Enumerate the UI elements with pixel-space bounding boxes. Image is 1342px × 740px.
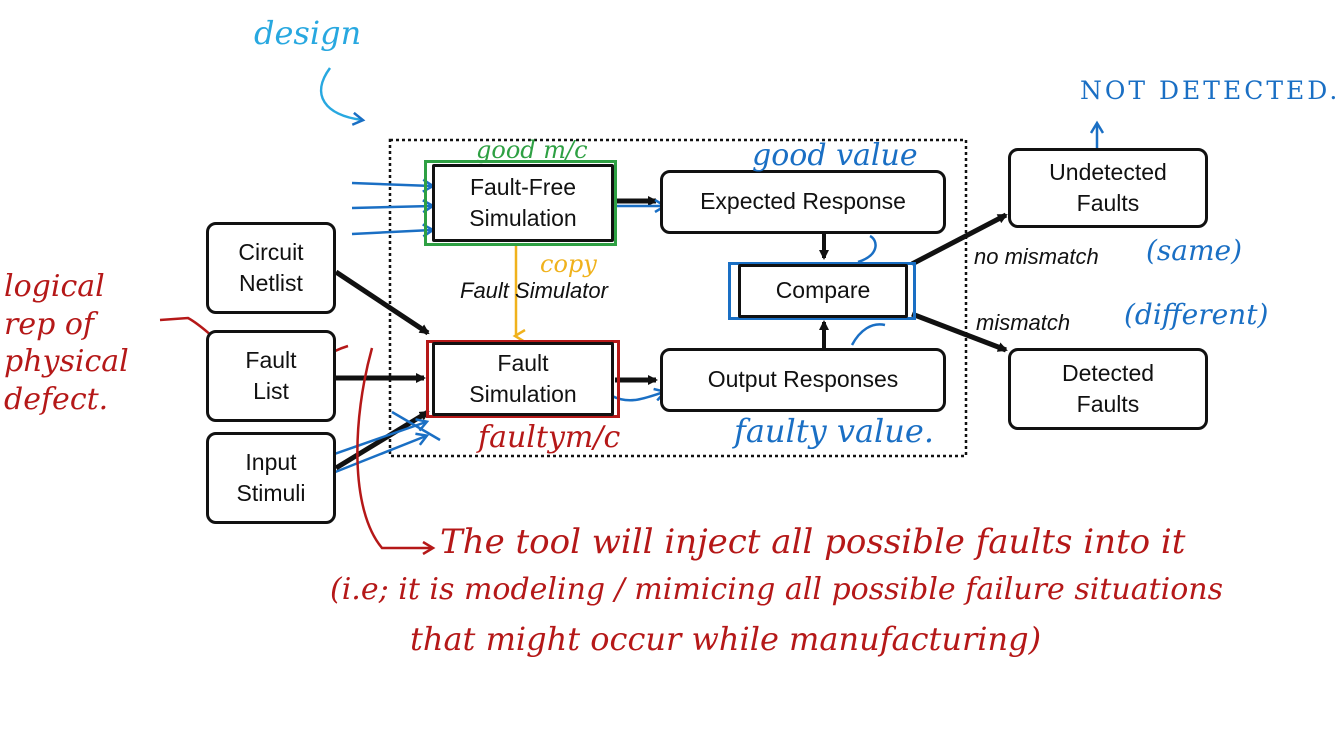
fault-free-simulation-box: Fault-Free Simulation [432, 164, 614, 242]
good-machine-highlight [424, 160, 617, 246]
faulty-machine-note: faultym/c [478, 420, 621, 455]
logical-rep-note: logical rep of physical defect. [4, 269, 129, 417]
undetected-faults-box: Undetected Faults [1008, 148, 1208, 228]
expected-response-box: Expected Response [660, 170, 946, 234]
compare-box: Compare [738, 264, 908, 318]
input-stimuli-box: Input Stimuli [206, 432, 336, 524]
good-machine-note: good m/c [476, 136, 588, 164]
fault-simulator-frame [388, 138, 968, 458]
not-detected-note: NOT DETECTED. [1080, 76, 1341, 105]
design-arrow [319, 67, 362, 120]
faulty-machine-highlight [426, 340, 620, 418]
compare-tick-top [857, 234, 877, 264]
faulty-value-note: faulty value. [734, 412, 934, 450]
connector-netlist-to-fault-sim [334, 269, 430, 336]
same-note: (same) [1146, 234, 1243, 267]
circuit-netlist-box: Circuit Netlist [206, 222, 336, 314]
fault-simulator-label: Fault Simulator [460, 278, 608, 303]
good-input-arrow-2 [351, 206, 432, 208]
good-input-arrow-1 [351, 183, 432, 186]
compare-highlight [728, 262, 916, 320]
design-note: design [254, 14, 362, 52]
different-note: (different) [1124, 298, 1269, 331]
stimuli-input-arrow-3 [391, 410, 441, 442]
copy-note: copy [540, 250, 597, 278]
note-pointer-arrow [356, 347, 432, 548]
good-input-arrow-3 [351, 230, 432, 234]
inject-note-line-2: (i.e; it is modeling / mimicing all poss… [330, 572, 1224, 607]
mismatch-label: mismatch [976, 310, 1071, 335]
connector-compare-to-detected [911, 311, 1008, 353]
compare-tick-bottom [850, 323, 886, 346]
no-mismatch-label: no mismatch [974, 244, 1099, 269]
inject-note-line-3: that might occur while manufacturing) [410, 620, 1042, 658]
faulty-to-output-arrow [611, 392, 664, 402]
good-value-note: good value [752, 138, 918, 173]
output-responses-box: Output Responses [660, 348, 946, 412]
connector-stimuli-to-fault-sim [334, 409, 430, 471]
fault-list-box: Fault List [206, 330, 336, 422]
connector-compare-to-undetected [910, 212, 1008, 267]
fault-simulation-box: Fault Simulation [432, 342, 614, 416]
detected-faults-box: Detected Faults [1008, 348, 1208, 430]
inject-note-line-1: The tool will inject all possible faults… [440, 522, 1186, 562]
